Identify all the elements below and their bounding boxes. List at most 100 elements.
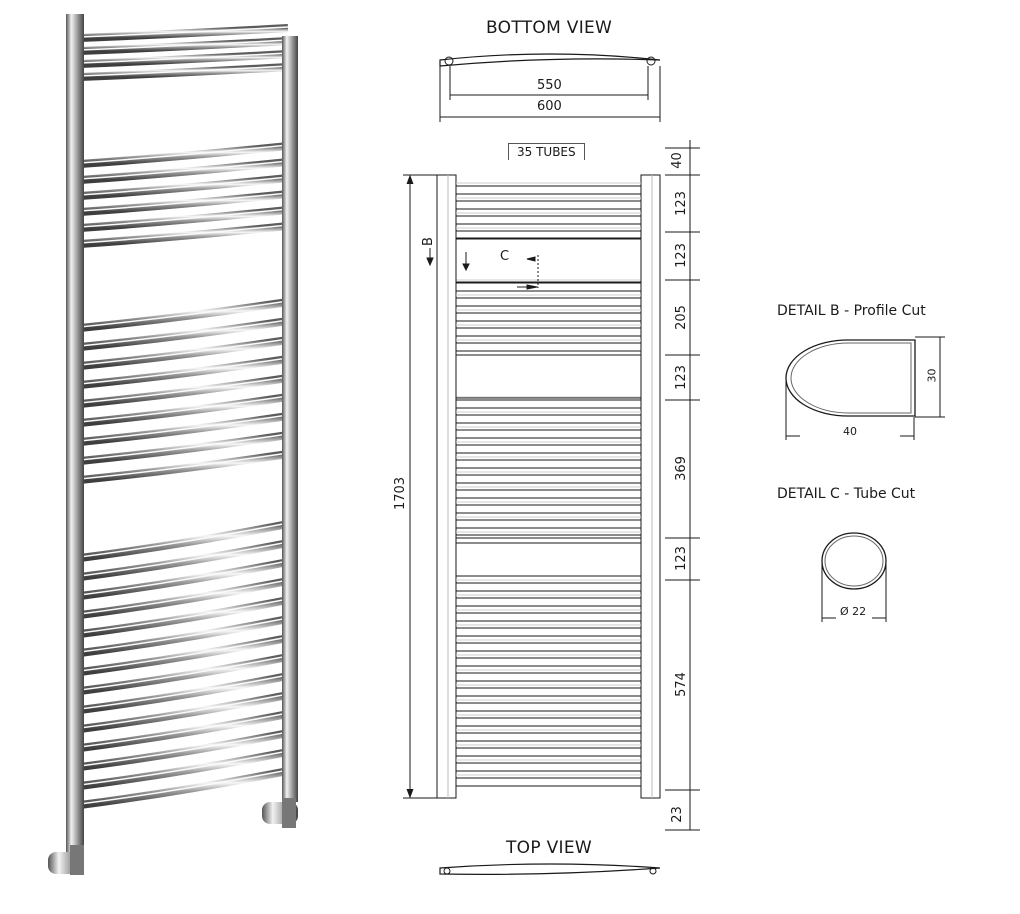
photo-tube bbox=[79, 50, 289, 68]
photo-tube bbox=[79, 450, 289, 484]
valve-left bbox=[48, 845, 84, 875]
front-gap-panel bbox=[455, 537, 642, 577]
front-tube bbox=[455, 534, 642, 544]
photo-tube bbox=[79, 412, 289, 446]
photo-tube bbox=[79, 336, 289, 370]
detail-b-title: DETAIL B - Profile Cut bbox=[777, 303, 926, 319]
detail-b-width-label: 40 bbox=[843, 425, 857, 438]
front-gap-panel bbox=[455, 237, 642, 283]
front-tube bbox=[455, 627, 642, 637]
valve-right bbox=[262, 798, 298, 828]
photo-tube bbox=[79, 577, 289, 619]
photo-tube bbox=[79, 174, 289, 200]
top-view-outline bbox=[439, 863, 661, 875]
right-dimension-label: 23 bbox=[669, 806, 685, 823]
photo-tube bbox=[79, 374, 289, 408]
front-tube bbox=[455, 459, 642, 469]
photo-tube bbox=[79, 63, 289, 81]
photo-tube bbox=[79, 317, 289, 351]
photo-tube bbox=[79, 24, 289, 42]
bottom-view-title: BOTTOM VIEW bbox=[486, 18, 613, 38]
front-tube bbox=[455, 489, 642, 499]
photo-tube bbox=[79, 520, 289, 562]
photo-tube bbox=[79, 691, 289, 733]
front-tube bbox=[455, 297, 642, 307]
front-tube bbox=[455, 282, 642, 292]
photo-tube bbox=[79, 539, 289, 581]
photo-tube bbox=[79, 158, 289, 184]
photo-tube bbox=[79, 748, 289, 790]
photo-tube bbox=[79, 710, 289, 752]
detail-c-title: DETAIL C - Tube Cut bbox=[777, 486, 916, 502]
detail-b-height-label: 30 bbox=[925, 368, 939, 383]
front-tube bbox=[455, 200, 642, 210]
bottom-view-outline bbox=[439, 53, 661, 122]
front-tube bbox=[455, 215, 642, 225]
photo-tube bbox=[79, 615, 289, 657]
photo-tube bbox=[79, 729, 289, 771]
front-tube bbox=[455, 597, 642, 607]
front-tube bbox=[455, 312, 642, 322]
photo-tube bbox=[79, 672, 289, 714]
right-dimension-label: 205 bbox=[673, 305, 689, 330]
photo-tube bbox=[79, 298, 289, 332]
photo-tube bbox=[79, 355, 289, 389]
photo-tube bbox=[79, 653, 289, 695]
front-tube bbox=[455, 444, 642, 454]
photo-tube bbox=[79, 142, 289, 168]
bottom-inner-width-label: 550 bbox=[537, 78, 562, 93]
right-dimension-label: 123 bbox=[673, 191, 689, 216]
right-dimension-label: 574 bbox=[673, 672, 689, 697]
photo-tube bbox=[79, 596, 289, 638]
front-tube bbox=[455, 504, 642, 514]
photo-tube bbox=[79, 634, 289, 676]
front-tube bbox=[455, 582, 642, 592]
photo-tube bbox=[79, 558, 289, 600]
detail-c-tube bbox=[821, 532, 887, 622]
section-markers bbox=[426, 248, 539, 290]
front-tube bbox=[455, 657, 642, 667]
front-tube bbox=[455, 642, 642, 652]
front-tube bbox=[455, 399, 642, 409]
front-tube bbox=[455, 762, 642, 772]
total-height-label: 1703 bbox=[393, 476, 409, 511]
right-dimension-label: 123 bbox=[673, 546, 689, 571]
bottom-outer-width-label: 600 bbox=[537, 99, 562, 114]
photo-tube bbox=[79, 431, 289, 465]
photo-tube bbox=[79, 393, 289, 427]
detail-c-diameter-label: Ø 22 bbox=[840, 605, 867, 618]
front-tube bbox=[455, 342, 642, 352]
section-b-label: B bbox=[420, 237, 436, 246]
right-dimension-label: 40 bbox=[669, 152, 685, 169]
front-tube bbox=[455, 687, 642, 697]
photo-tube bbox=[79, 767, 289, 809]
front-tube bbox=[455, 474, 642, 484]
detail-b-profile bbox=[785, 336, 945, 440]
front-tube bbox=[455, 702, 642, 712]
front-tube bbox=[455, 732, 642, 742]
right-rail bbox=[282, 36, 298, 802]
photo-tube bbox=[79, 190, 289, 216]
front-tube bbox=[455, 777, 642, 787]
front-tube bbox=[455, 185, 642, 195]
front-tube bbox=[455, 230, 642, 240]
front-tube bbox=[455, 747, 642, 757]
front-tube bbox=[455, 519, 642, 529]
front-view-tubes bbox=[455, 182, 642, 787]
towel-rail-product-image bbox=[48, 14, 298, 875]
right-dimension-label: 123 bbox=[673, 365, 689, 390]
front-tube bbox=[455, 414, 642, 424]
right-dimension-chain bbox=[665, 140, 700, 831]
front-tube bbox=[455, 612, 642, 622]
front-tube bbox=[455, 429, 642, 439]
tube-count-label: 35 TUBES bbox=[508, 143, 585, 160]
height-dimension bbox=[403, 174, 437, 799]
photo-tube bbox=[79, 37, 289, 55]
photo-tube bbox=[79, 206, 289, 232]
photo-tube bbox=[79, 222, 289, 248]
front-tube bbox=[455, 672, 642, 682]
right-dimension-label: 369 bbox=[673, 456, 689, 481]
top-view-title: TOP VIEW bbox=[506, 838, 593, 858]
left-rail bbox=[66, 14, 84, 852]
